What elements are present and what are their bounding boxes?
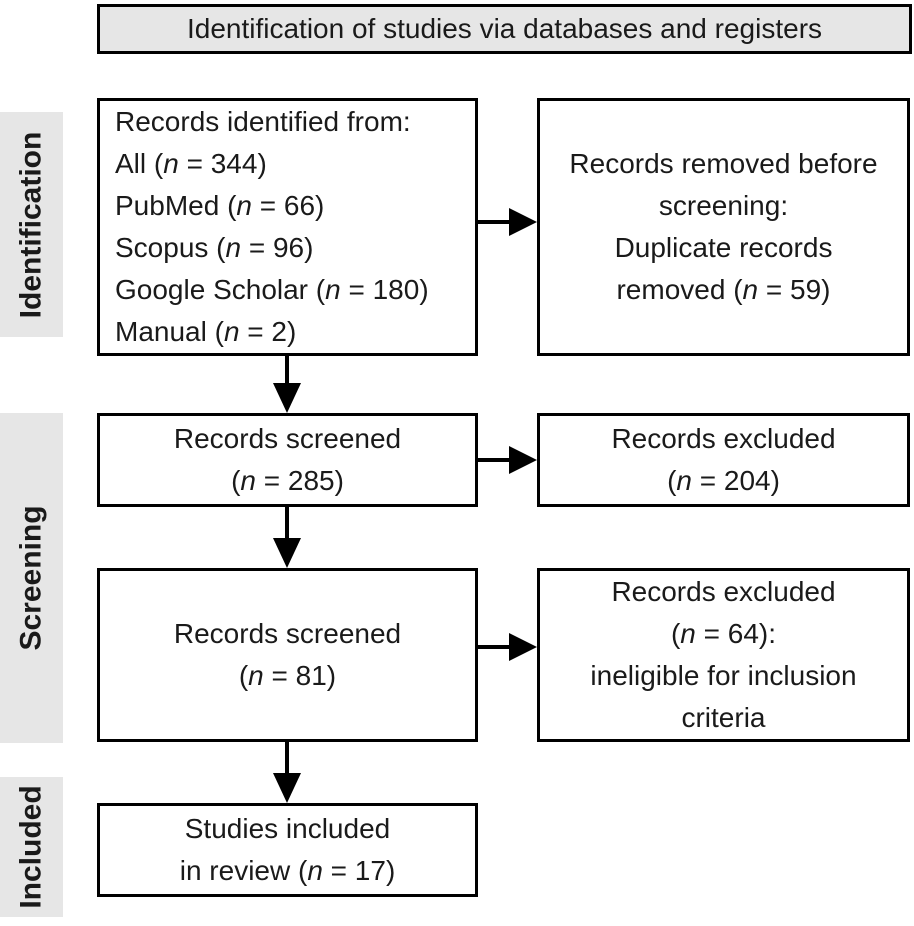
arrow-screened285-to-screened81 — [273, 507, 301, 568]
arrow-shaft — [285, 507, 289, 538]
box-line: (n = 285) — [231, 465, 344, 496]
stage-label-screening: Screening — [0, 413, 63, 743]
arrowhead-right-icon — [509, 208, 537, 236]
box-records-removed-before-screening: Records removed before screening: Duplic… — [537, 98, 910, 356]
box-line: screening: — [658, 190, 789, 221]
box-line: Records removed before — [569, 148, 878, 179]
box-records-screened-285: Records screened (n = 285) — [97, 413, 478, 507]
box-records-excluded-64: Records excluded (n = 64): ineligible fo… — [537, 568, 910, 742]
arrow-screened81-to-excluded64 — [478, 633, 537, 661]
box-line: Records screened — [173, 423, 402, 454]
arrow-shaft — [478, 220, 509, 224]
box-line: Google Scholar (n = 180) — [115, 274, 429, 305]
diagram-title: Identification of studies via databases … — [186, 13, 823, 44]
arrow-shaft — [285, 356, 289, 383]
arrow-shaft — [478, 458, 509, 462]
box-line: (n = 64): — [670, 618, 777, 649]
stage-label-screening-text: Screening — [14, 505, 48, 651]
stage-label-identification: Identification — [0, 112, 63, 337]
arrowhead-down-icon — [273, 538, 301, 568]
arrow-shaft — [478, 645, 509, 649]
diagram-header-box: Identification of studies via databases … — [97, 4, 912, 54]
arrowhead-down-icon — [273, 773, 301, 803]
box-line: (n = 81) — [238, 660, 337, 691]
box-records-excluded-204: Records excluded (n = 204) — [537, 413, 910, 507]
box-studies-included: Studies included in review (n = 17) — [97, 803, 478, 897]
arrowhead-right-icon — [509, 633, 537, 661]
box-line: ineligible for inclusion — [590, 660, 857, 691]
box-line: Records excluded — [611, 576, 836, 607]
box-line: (n = 204) — [667, 465, 780, 496]
box-line: All (n = 344) — [115, 148, 267, 179]
box-line: Records excluded — [611, 423, 836, 454]
arrowhead-right-icon — [509, 446, 537, 474]
arrow-shaft — [285, 742, 289, 773]
stage-label-identification-text: Identification — [14, 131, 48, 318]
arrow-identified-to-screened285 — [273, 356, 301, 413]
stage-label-included: Included — [0, 777, 63, 917]
box-line: in review (n = 17) — [179, 855, 396, 886]
box-line: Duplicate records — [614, 232, 833, 263]
box-line: Manual (n = 2) — [115, 316, 297, 347]
arrow-identified-to-removed — [478, 208, 537, 236]
stage-label-included-text: Included — [14, 785, 48, 909]
box-line: PubMed (n = 66) — [115, 190, 325, 221]
box-line: Records identified from: — [115, 106, 411, 137]
box-line: removed (n = 59) — [616, 274, 831, 305]
box-line: Records screened — [173, 618, 402, 649]
box-records-screened-81: Records screened (n = 81) — [97, 568, 478, 742]
arrow-screened285-to-excluded204 — [478, 446, 537, 474]
arrowhead-down-icon — [273, 383, 301, 413]
box-line: Scopus (n = 96) — [115, 232, 314, 263]
box-records-identified: Records identified from: All (n = 344) P… — [97, 98, 478, 356]
box-line: Studies included — [184, 813, 391, 844]
arrow-screened81-to-included — [273, 742, 301, 803]
box-line: criteria — [681, 702, 766, 733]
